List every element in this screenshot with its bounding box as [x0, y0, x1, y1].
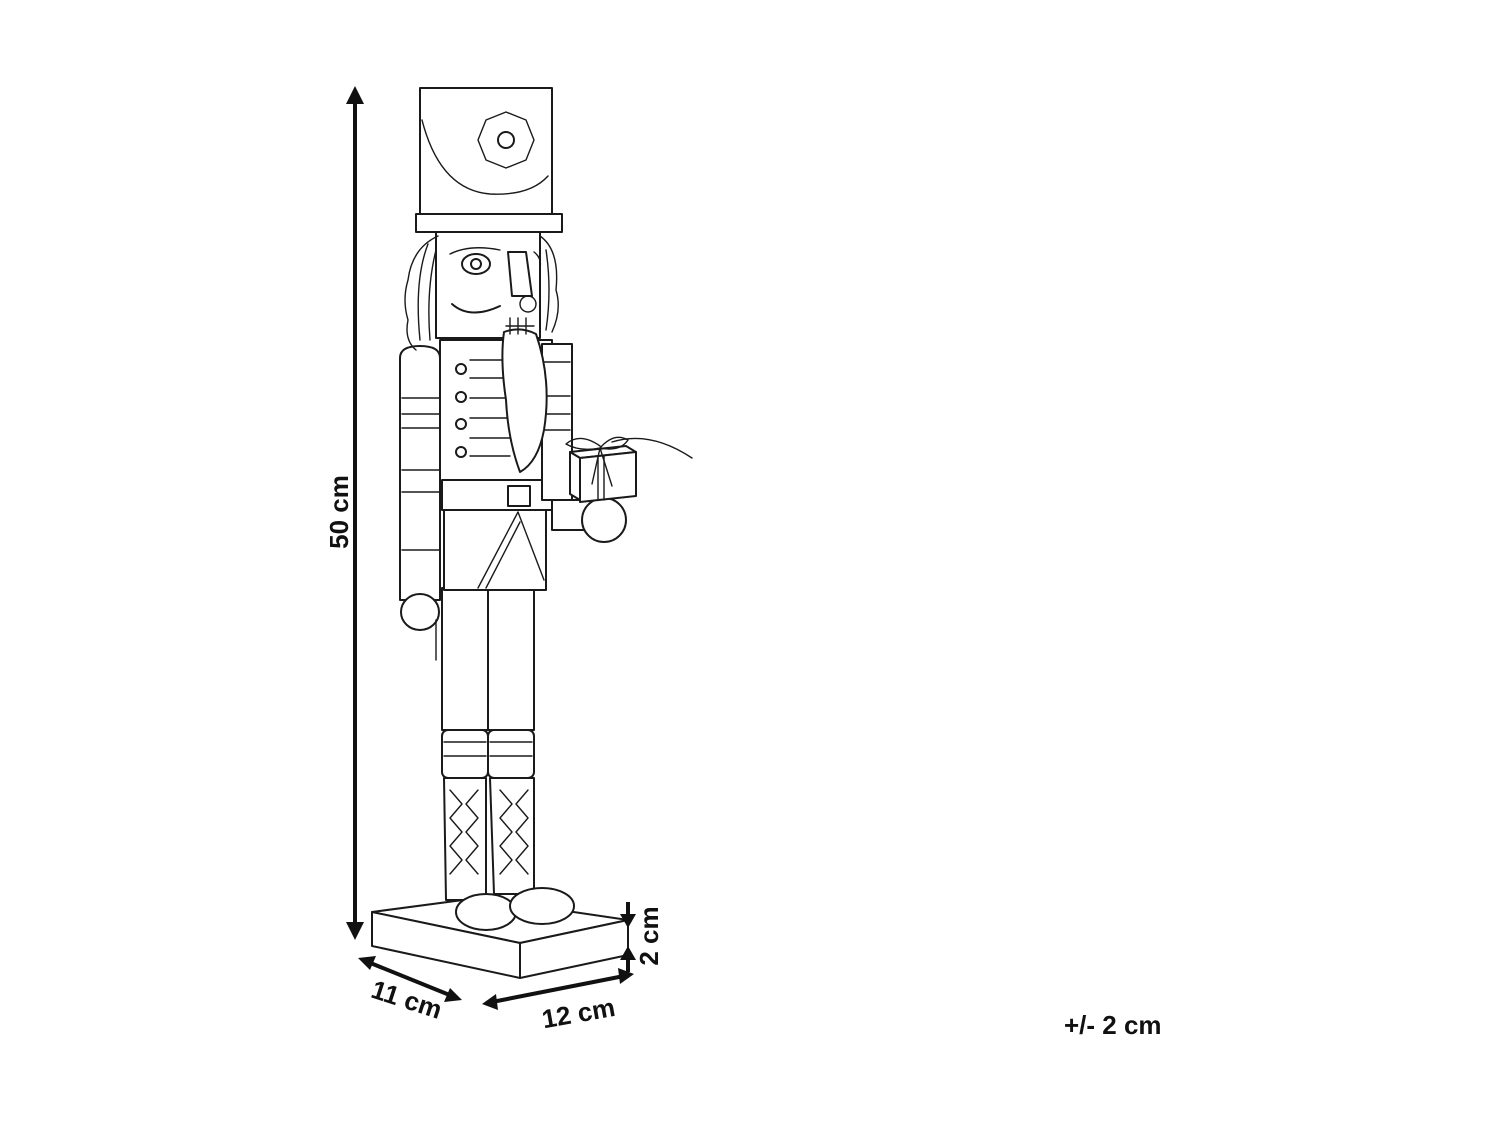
figure-head [404, 231, 559, 473]
height-label: 50 cm [324, 475, 354, 549]
height-dimension-arrow [346, 86, 364, 940]
figure-left-arm [399, 345, 441, 661]
nutcracker-figure [371, 87, 693, 979]
width-label: 12 cm [540, 992, 618, 1034]
base-height-dimension-arrow [620, 902, 636, 972]
width-dimension-arrow [482, 968, 634, 1010]
figure-skirt [443, 507, 547, 591]
figure-legs [441, 587, 575, 931]
tolerance-note: +/- 2 cm [1064, 1010, 1162, 1040]
depth-dimension-arrow [358, 956, 462, 1002]
gift-box [565, 436, 693, 503]
figure-hat [415, 87, 563, 233]
base-height-label: 2 cm [634, 906, 664, 965]
depth-label: 11 cm [368, 974, 446, 1025]
figure-right-arm [541, 343, 627, 543]
